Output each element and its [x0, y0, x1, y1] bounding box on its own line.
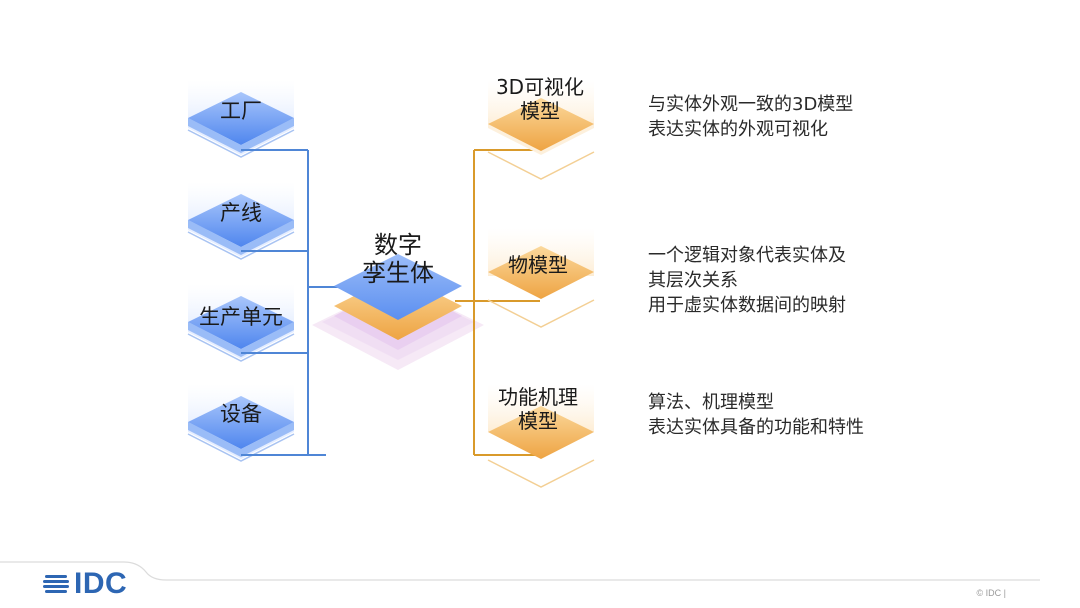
right-label-3d-model-line-2: 模型 — [520, 99, 560, 123]
right-connectors — [455, 149, 540, 456]
right-label-function-model-line-1: 功能机理 — [498, 385, 578, 409]
right-label-3d-model-line-1: 3D可视化 — [495, 75, 585, 99]
left-connectors — [241, 149, 340, 456]
left-node-device — [187, 384, 295, 462]
left-node-line — [187, 182, 295, 260]
idc-logo: IDC — [42, 566, 127, 602]
left-stack — [187, 80, 295, 462]
right-node-function-model — [487, 384, 595, 488]
desc-function-model-line-1: 算法、机理模型 — [648, 392, 774, 413]
left-label-device: 设备 — [220, 402, 262, 426]
idc-brand-text: IDC — [74, 567, 128, 600]
desc-3d-model: 与实体外观一致的3D模型 表达实体的外观可视化 — [648, 92, 853, 142]
desc-3d-model-line-2: 表达实体的外观可视化 — [648, 119, 828, 140]
left-label-factory: 工厂 — [220, 99, 262, 123]
right-node-object-model — [487, 228, 595, 328]
desc-function-model: 算法、机理模型 表达实体具备的功能和特性 — [648, 390, 864, 440]
center-label-line-2: 孪生体 — [362, 258, 434, 287]
right-label-function-model-line-2: 模型 — [518, 409, 558, 433]
desc-object-model: 一个逻辑对象代表实体及 其层次关系 用于虚实体数据间的映射 — [648, 243, 846, 318]
idc-globe-icon — [43, 575, 69, 593]
desc-3d-model-line-1: 与实体外观一致的3D模型 — [648, 94, 854, 115]
right-stack — [487, 80, 595, 488]
center-label: 数字 孪生体 — [338, 231, 458, 287]
desc-object-model-line-2: 其层次关系 — [648, 270, 738, 291]
right-label-function-model: 功能机理 模型 — [468, 385, 608, 433]
right-node-3d-model — [487, 80, 595, 180]
copyright-text: © IDC | — [976, 588, 1006, 598]
desc-function-model-line-2: 表达实体具备的功能和特性 — [648, 417, 864, 438]
desc-object-model-line-1: 一个逻辑对象代表实体及 — [648, 245, 846, 266]
desc-object-model-line-3: 用于虚实体数据间的映射 — [648, 295, 846, 316]
left-label-unit: 生产单元 — [199, 305, 283, 329]
center-label-line-1: 数字 — [374, 231, 422, 259]
center-node — [312, 254, 484, 370]
right-label-3d-model: 3D可视化 模型 — [470, 75, 610, 123]
left-node-factory — [187, 80, 295, 158]
right-label-object-model: 物模型 — [468, 253, 608, 277]
left-label-line: 产线 — [220, 201, 262, 225]
left-node-unit — [187, 284, 295, 362]
right-label-object-model-line-1: 物模型 — [508, 253, 568, 277]
